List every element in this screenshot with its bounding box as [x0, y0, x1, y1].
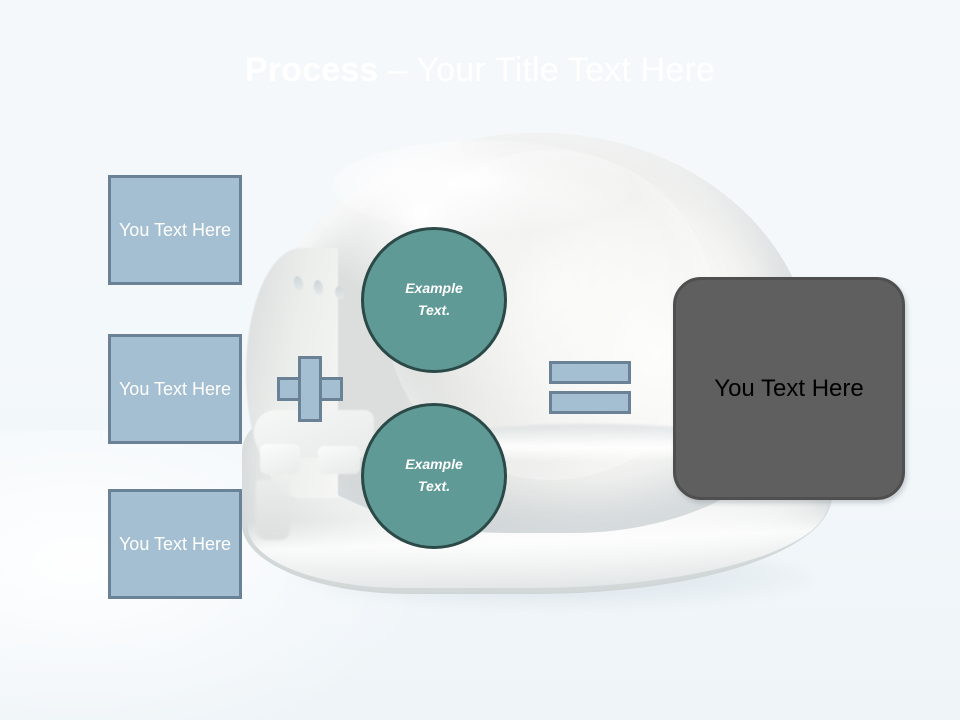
- background-sky-gradient: [0, 0, 960, 200]
- example-circle-1-line2: Text.: [417, 302, 451, 318]
- equals-top-bar: [549, 361, 631, 384]
- example-circle-2-line2: Text.: [417, 478, 451, 494]
- text-box-1[interactable]: You Text Here: [108, 175, 242, 285]
- text-box-2-label: You Text Here: [118, 379, 232, 399]
- result-box-label: You Text Here: [714, 374, 864, 402]
- text-box-3[interactable]: You Text Here: [108, 489, 242, 599]
- example-circle-1-line1: Example: [405, 280, 463, 296]
- text-box-3-label: You Text Here: [118, 534, 232, 554]
- text-box-1-label: You Text Here: [118, 220, 232, 240]
- equals-bottom-bar: [549, 391, 631, 414]
- result-box[interactable]: You Text Here: [673, 277, 905, 500]
- example-circle-2-line1: Example: [405, 456, 463, 472]
- slide-title-rest: – Your Title Text Here: [378, 51, 716, 89]
- text-box-2[interactable]: You Text Here: [108, 334, 242, 444]
- plus-center-patch: [301, 380, 319, 398]
- plus-icon: [277, 356, 343, 422]
- slide-title-strong: Process: [244, 51, 379, 89]
- slide-title: Process – Your Title Text Here: [0, 50, 960, 90]
- equals-icon: [549, 361, 631, 415]
